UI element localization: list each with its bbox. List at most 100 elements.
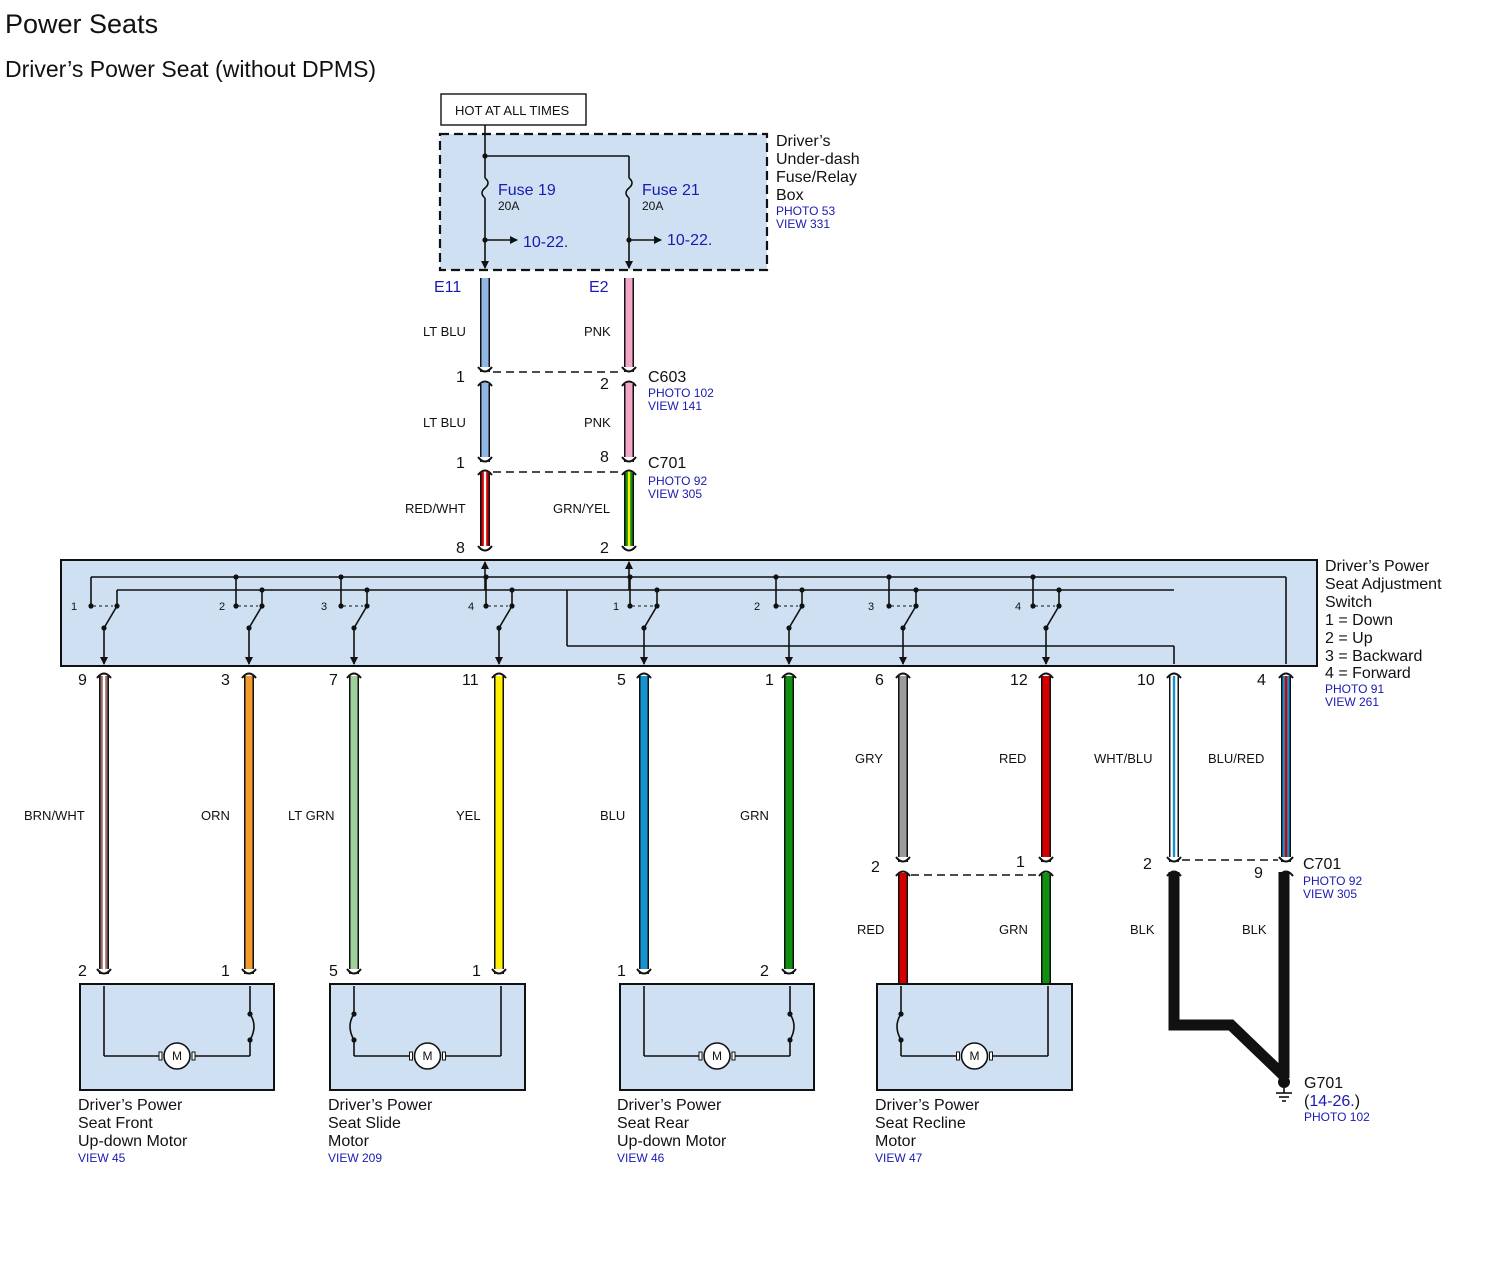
switch-position-label: 1 <box>613 601 619 613</box>
motor-pin: 5 <box>329 963 338 980</box>
fuse-box-photo: PHOTO 53 <box>776 204 835 218</box>
motor-box <box>329 983 526 1091</box>
connector-cap <box>781 968 797 975</box>
switch-legend-forward: 4 = Forward <box>1325 665 1411 682</box>
motor-symbol: M <box>712 1049 722 1063</box>
c701-top-photo: PHOTO 92 <box>648 474 707 488</box>
connector-cap <box>636 968 652 975</box>
output-wire-label: RED <box>999 751 1026 766</box>
output-wire-fill <box>495 676 503 974</box>
motor-pin: 1 <box>617 963 626 980</box>
wire-label-lt-blu-2: LT BLU <box>423 415 466 430</box>
output-wire-label: GRN <box>740 808 769 823</box>
c603-name: C603 <box>648 369 686 386</box>
switch-blade <box>643 605 658 629</box>
switch-position-label: 2 <box>754 601 760 613</box>
motor-brush <box>956 1051 960 1061</box>
connector-cap <box>1278 856 1294 863</box>
junction-dot <box>233 574 239 580</box>
connector-cap <box>477 366 493 373</box>
motor-symbol: M <box>423 1049 433 1063</box>
output-wire-stripe <box>102 676 106 974</box>
switch-output-pin: 5 <box>617 672 626 689</box>
motor-brush <box>731 1051 736 1061</box>
switch-internals <box>88 561 1287 665</box>
motor-pin: 1 <box>221 963 230 980</box>
wire-label-red-wht: RED/WHT <box>405 501 466 516</box>
junction-dot <box>338 574 344 580</box>
motor-box <box>876 983 1073 1091</box>
c603-view: VIEW 141 <box>648 399 702 413</box>
motor-caption-rear-updown: Driver’s Power Seat Rear Up-down Motor V… <box>617 1097 727 1165</box>
junction-dot <box>654 587 660 593</box>
switch-name-line-3: Switch <box>1325 594 1372 611</box>
c701-bottom-photo: PHOTO 92 <box>1303 874 1362 888</box>
connector-cap <box>621 545 637 552</box>
motor-symbol: M <box>172 1049 182 1063</box>
output-wire-stripe <box>1284 676 1288 862</box>
junction-dot <box>627 574 633 580</box>
fuse-21-name: Fuse 21 <box>642 182 700 199</box>
motor-slide: M <box>329 983 526 1091</box>
switch-legend-down: 1 = Down <box>1325 612 1393 629</box>
connector-pin: 2 <box>871 859 880 876</box>
fuse-21-ref: 10-22. <box>667 232 712 249</box>
output-wire-fill <box>350 676 358 974</box>
c603-photo: PHOTO 102 <box>648 386 714 400</box>
terminal-e2: E2 <box>589 279 609 296</box>
switch-photo: PHOTO 91 <box>1325 682 1384 696</box>
junction-dot <box>247 1011 253 1017</box>
fuse-box-name-line-2: Under-dash <box>776 151 860 168</box>
ground-ref: (14-26.) <box>1304 1093 1360 1110</box>
motor-brush <box>989 1051 993 1061</box>
motor-box <box>79 983 275 1091</box>
switch-input-pin-2: 2 <box>600 540 609 557</box>
fuse-19-ref: 10-22. <box>523 234 568 251</box>
junction-dot <box>773 574 779 580</box>
motor-brush <box>409 1051 413 1061</box>
connector-cap <box>477 456 493 463</box>
connector-cap <box>1038 856 1054 863</box>
switch-blade <box>498 605 513 629</box>
supply-wires <box>477 278 637 552</box>
wire-label-lt-blu-1: LT BLU <box>423 324 466 339</box>
connector-cap <box>346 968 362 975</box>
motor-recline: M <box>876 983 1073 1091</box>
switch-output-pin: 10 <box>1137 672 1155 689</box>
wire-lt-blu-fill <box>481 278 489 372</box>
motor-caption-line: Up-down Motor <box>78 1133 188 1150</box>
junction-dot <box>886 574 892 580</box>
motor-view: VIEW 209 <box>328 1151 382 1165</box>
output-wire-label: WHT/BLU <box>1094 751 1153 766</box>
fuse-box-name-line-4: Box <box>776 187 804 204</box>
c701-top-pin-8: 8 <box>600 449 609 466</box>
junction-dot <box>246 625 252 631</box>
wire-label-pnk-1: PNK <box>584 324 611 339</box>
junction-dot <box>787 1011 793 1017</box>
junction-dot <box>259 587 265 593</box>
c701-top-view: VIEW 305 <box>648 487 702 501</box>
hot-at-all-times-box <box>440 93 587 126</box>
motor-brush <box>191 1051 196 1061</box>
motor-pin: 2 <box>78 963 87 980</box>
lower-wire-label: GRN <box>999 922 1028 937</box>
junction-dot <box>799 587 805 593</box>
motor-brush <box>442 1051 446 1061</box>
motor-caption-line: Motor <box>875 1133 917 1150</box>
switch-position-label: 4 <box>1015 601 1021 613</box>
junction-dot <box>641 625 647 631</box>
wire-red-wht-stripe <box>483 472 487 550</box>
motor-rear-updown: M <box>619 983 815 1091</box>
motor-symbol: M <box>970 1049 980 1063</box>
switch-output-pin: 1 <box>765 672 774 689</box>
connector-cap <box>96 968 112 975</box>
switch-name-line-2: Seat Adjustment <box>1325 576 1442 593</box>
c603-pin-2: 2 <box>600 376 609 393</box>
output-wire-fill <box>899 676 907 862</box>
junction-dot <box>88 603 94 609</box>
c603-pin-1: 1 <box>456 369 465 386</box>
motor-brush <box>158 1051 163 1061</box>
lower-wire-label: BLK <box>1130 922 1155 937</box>
junction-dot <box>364 587 370 593</box>
connector-pin: 1 <box>1016 854 1025 871</box>
